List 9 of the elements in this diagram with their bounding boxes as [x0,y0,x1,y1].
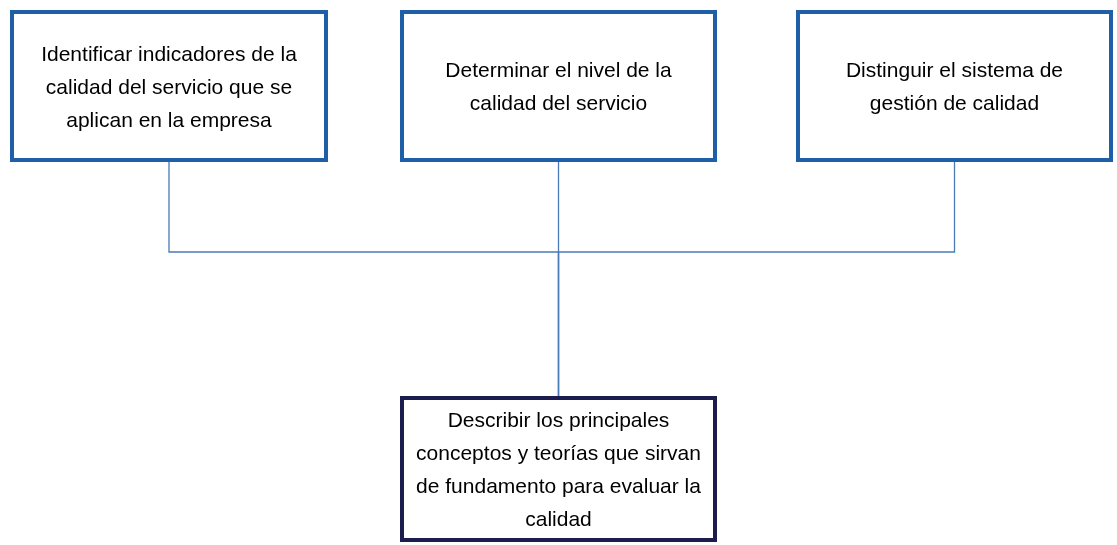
process-box [10,10,328,162]
box-text: Determinar el nivel de la calidad del servicio [444,57,673,116]
process-box [796,10,1113,162]
process-box [400,396,717,542]
box-text: Identificar indicadores de la calidad del servicio que se aplican en la empresa [40,40,298,133]
connector-line [557,161,956,397]
box-text: Describir los principales conceptos y teorías que sirvan de fundamento para evaluar la calidad [416,407,701,532]
process-box [400,10,717,162]
box-text: Distinguir el sistema de gestión de calidad [844,57,1065,116]
